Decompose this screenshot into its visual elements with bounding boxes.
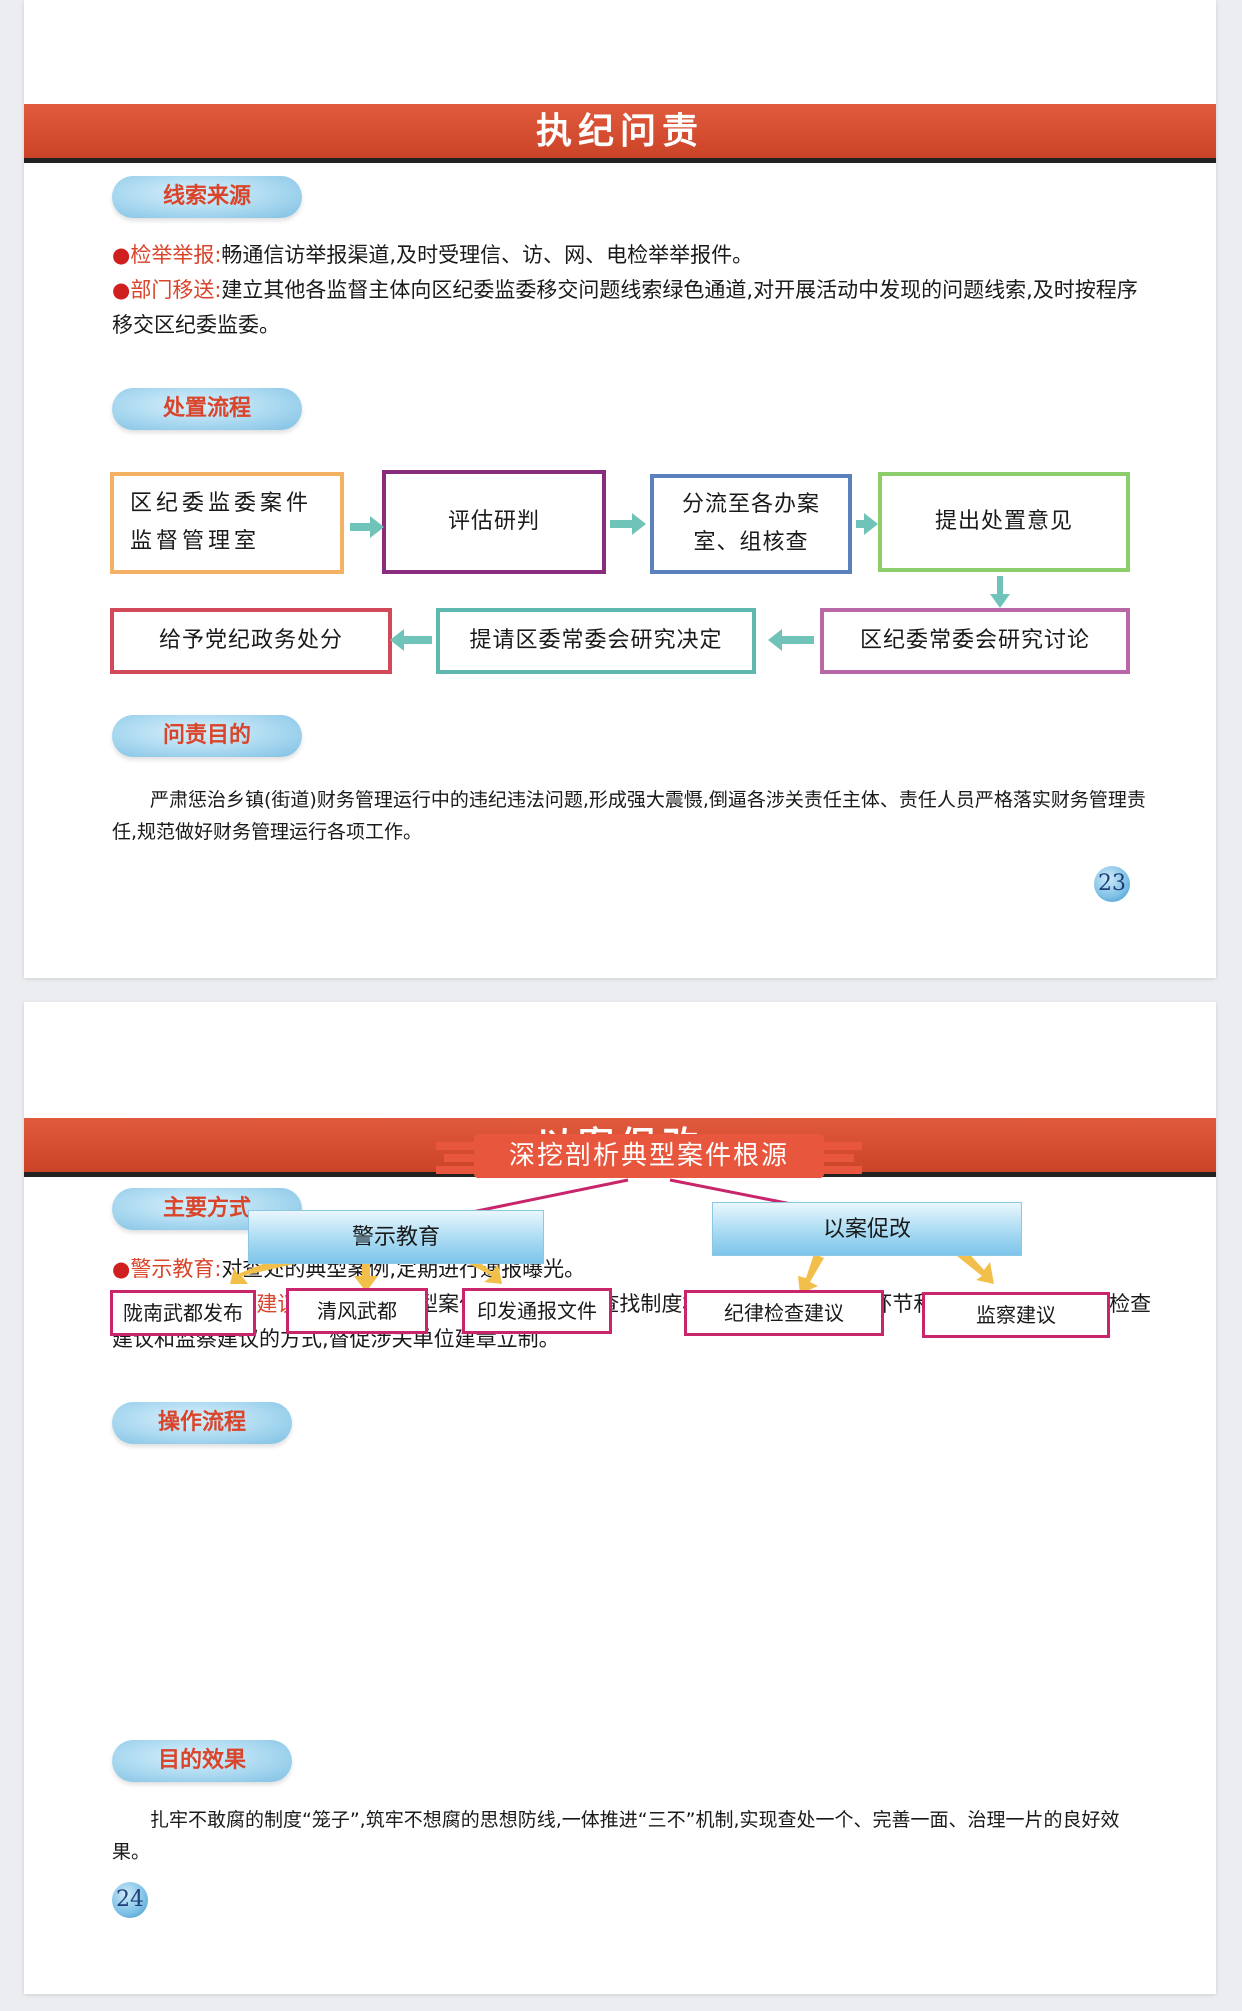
effect-text: 扎牢不敢腐的制度“笼子”,筑牢不想腐的思想防线,一体推进“三不”机制,实现查处一… xyxy=(112,1809,1120,1863)
purpose-text: 严肃惩治乡镇(街道)财务管理运行中的违纪违法问题,形成强大震慑,倒逼各涉关责任主… xyxy=(112,789,1146,843)
tree-leaf-supervision-suggestion: 监察建议 xyxy=(922,1292,1110,1338)
page-23: 执纪问责 线索来源 ●检举举报:畅通信访举报渠道,及时受理信、访、网、电检举举报… xyxy=(24,0,1216,978)
clue-source-item-2: ●部门移送:建立其他各监督主体向区纪委监委移交问题线索绿色通道,对开展活动中发现… xyxy=(112,273,1152,343)
bullet-icon: ● xyxy=(112,1257,131,1281)
arrow-down-icon xyxy=(990,576,1010,608)
bullet-icon: ● xyxy=(112,243,131,267)
flow-step-case-office: 区纪委监委案件监督管理室 xyxy=(110,472,344,574)
tree-root: 深挖剖析典型案件根源 xyxy=(474,1134,824,1178)
section-heading-effect: 目的效果 xyxy=(112,1740,292,1782)
section-heading-operation: 操作流程 xyxy=(112,1402,292,1444)
flow-step-standing-committee: 区纪委常委会研究讨论 xyxy=(820,608,1130,674)
flow-step-disposal-opinion: 提出处置意见 xyxy=(878,472,1130,572)
item-lead: 部门移送: xyxy=(130,278,222,302)
page-number: 24 xyxy=(112,1882,148,1918)
arrow-right-icon xyxy=(350,516,384,538)
flow-step-district-committee: 提请区委常委会研究决定 xyxy=(436,608,756,674)
tree-leaf-notice-document: 印发通报文件 xyxy=(462,1288,612,1334)
flow-step-assessment: 评估研判 xyxy=(382,470,606,574)
section-heading-process: 处置流程 xyxy=(112,388,302,430)
arrow-left-icon xyxy=(768,629,814,651)
arrow-right-icon xyxy=(856,513,878,535)
tree-branch-case-reform: 以案促改 xyxy=(712,1202,1022,1256)
flow-step-dispatch: 分流至各办案室、组核查 xyxy=(650,474,852,574)
arrow-left-icon xyxy=(390,629,432,651)
page-number: 23 xyxy=(1094,866,1130,902)
bullet-icon: ● xyxy=(112,278,131,302)
tree-leaf-wudu-release: 陇南武都发布 xyxy=(110,1290,256,1336)
section-heading-purpose: 问责目的 xyxy=(112,715,302,757)
section-heading-clue-source: 线索来源 xyxy=(112,176,302,218)
item-lead: 警示教育: xyxy=(130,1257,222,1281)
clue-source-item-1: ●检举举报:畅通信访举报渠道,及时受理信、访、网、电检举举报件。 xyxy=(112,238,1152,273)
tree-leaf-qingfeng-wudu: 清风武都 xyxy=(286,1288,428,1334)
tree-branch-warning-education: 警示教育 xyxy=(248,1210,544,1264)
tree-leaf-discipline-suggestion: 纪律检查建议 xyxy=(684,1290,884,1336)
ribbon-ends xyxy=(436,1142,862,1174)
item-text: 建立其他各监督主体向区纪委监委移交问题线索绿色通道,对开展活动中发现的问题线索,… xyxy=(112,278,1138,337)
page-24: 以案促改 主要方式 ●警示教育:对查处的典型案例,定期进行通报曝光。 ●下发纪检… xyxy=(24,1002,1216,1994)
arrow-right-icon xyxy=(610,513,646,535)
flow-step-punishment: 给予党纪政务处分 xyxy=(110,608,392,674)
item-lead: 检举举报: xyxy=(130,243,222,267)
item-text: 畅通信访举报渠道,及时受理信、访、网、电检举举报件。 xyxy=(221,243,754,267)
page-title: 执纪问责 xyxy=(24,104,1216,163)
flow-arrows xyxy=(350,513,1010,651)
